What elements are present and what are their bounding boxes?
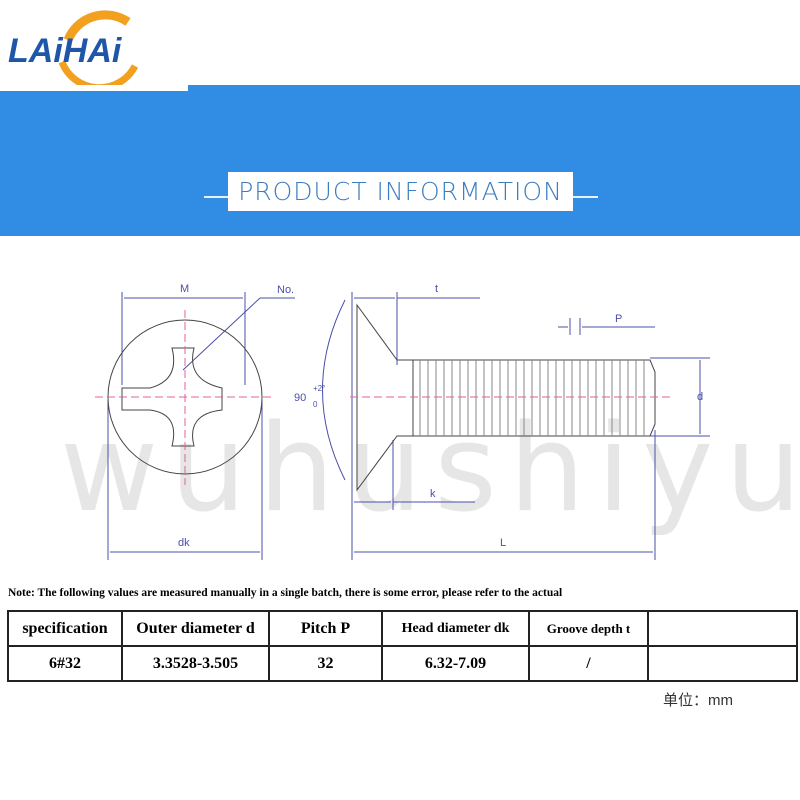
table-header-row: specification Outer diameter d Pitch P H… — [7, 610, 798, 647]
banner — [0, 85, 800, 236]
header-cell: Pitch P — [268, 610, 383, 647]
banner-notch — [0, 85, 188, 91]
header-cell: Outer diameter d — [121, 610, 270, 647]
cell: 32 — [268, 645, 383, 682]
header-cell: Head diameter dk — [381, 610, 530, 647]
label-dk: dk — [178, 537, 190, 549]
label-angle: 90 — [294, 392, 306, 404]
brand-logo: LAiHAi — [0, 0, 190, 92]
label-m: M — [180, 283, 189, 295]
cell: 6.32-7.09 — [381, 645, 530, 682]
title-line-left — [204, 196, 234, 198]
title-line-right — [570, 196, 598, 198]
label-d: d — [697, 391, 703, 403]
screw-technical-drawing: M No. t P d 90 +2° 0 k dk L — [95, 283, 710, 560]
label-t: t — [435, 283, 438, 295]
cell — [647, 645, 798, 682]
label-p: P — [615, 313, 622, 325]
header-cell: specification — [7, 610, 123, 647]
label-k: k — [430, 488, 436, 500]
cell: 3.3528-3.505 — [121, 645, 270, 682]
section-title: PRODUCT INFORMATION — [228, 172, 573, 211]
measurement-note: Note: The following values are measured … — [8, 587, 563, 599]
header-cell: Groove depth t — [528, 610, 649, 647]
label-angle-zero: 0 — [313, 400, 318, 409]
cell: 6#32 — [7, 645, 123, 682]
spec-table: specification Outer diameter d Pitch P H… — [7, 610, 798, 682]
cell: / — [528, 645, 649, 682]
unit-label: 单位：mm — [663, 692, 733, 709]
label-angle-plus: +2° — [313, 384, 325, 393]
table-row: 6#32 3.3528-3.505 32 6.32-7.09 / — [7, 645, 798, 682]
label-l: L — [500, 537, 506, 549]
header-cell — [647, 610, 798, 647]
logo-text: LAiHAi — [8, 32, 123, 70]
label-no: No. — [277, 284, 294, 296]
